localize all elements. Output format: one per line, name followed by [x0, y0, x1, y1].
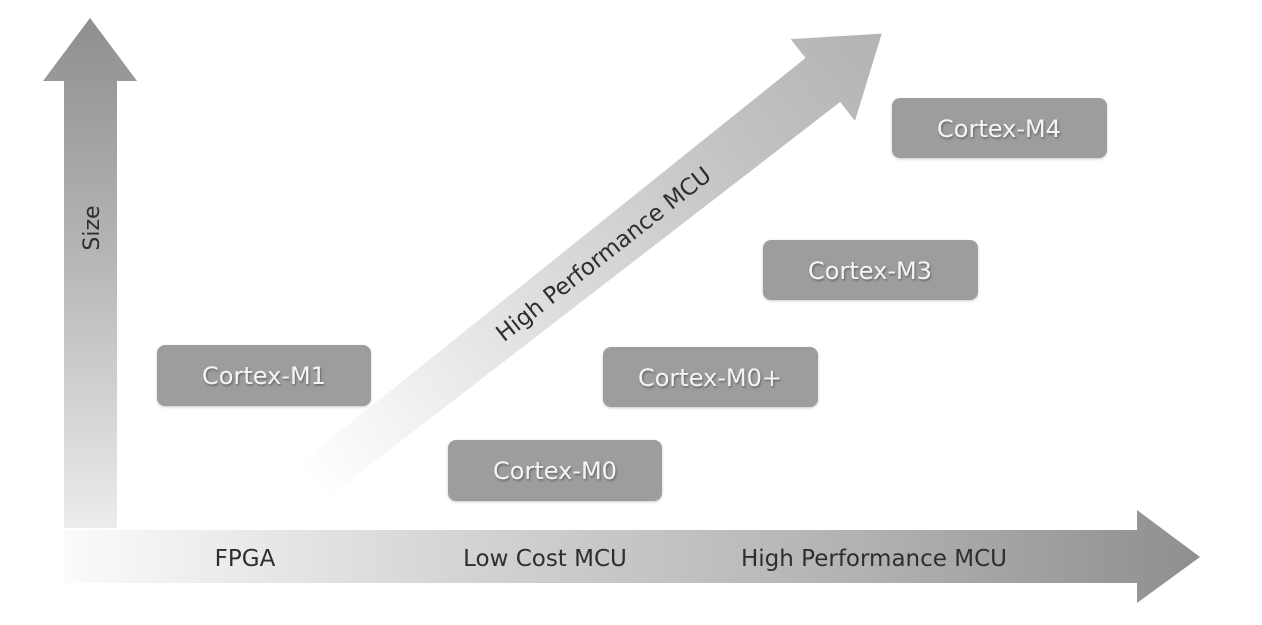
processor-box-cortex-m1: Cortex-M1 — [157, 345, 371, 406]
box-background — [892, 98, 1107, 158]
axis-label-high-performance-mcu: High Performance MCU — [741, 546, 1007, 572]
box-background — [157, 345, 371, 406]
vertical-axis-arrow: Size — [43, 18, 137, 528]
box-label: Cortex-M0+ — [638, 364, 782, 392]
box-label: Cortex-M1 — [202, 362, 326, 390]
axis-label-fpga: FPGA — [215, 546, 276, 572]
vertical-arrow-shape — [43, 18, 137, 528]
vertical-axis-label: Size — [80, 205, 105, 250]
box-label: Cortex-M0 — [493, 457, 617, 485]
box-background — [448, 440, 662, 501]
processor-box-cortex-m0: Cortex-M0 — [448, 440, 662, 501]
processor-box-cortex-m3: Cortex-M3 — [763, 240, 978, 300]
axis-label-low-cost-mcu: Low Cost MCU — [463, 546, 627, 572]
box-background — [603, 347, 818, 407]
diagonal-arrow-shape — [298, 33, 882, 500]
processor-box-cortex-m0-plus: Cortex-M0+ — [603, 347, 818, 407]
horizontal-axis-arrow — [63, 510, 1200, 603]
box-label: Cortex-M3 — [808, 257, 932, 285]
processor-box-cortex-m4: Cortex-M4 — [892, 98, 1107, 158]
box-background — [763, 240, 978, 300]
diagonal-arrow-label: High Performance MCU — [491, 162, 716, 347]
horizontal-arrow-shape — [63, 510, 1200, 603]
box-label: Cortex-M4 — [937, 115, 1061, 143]
